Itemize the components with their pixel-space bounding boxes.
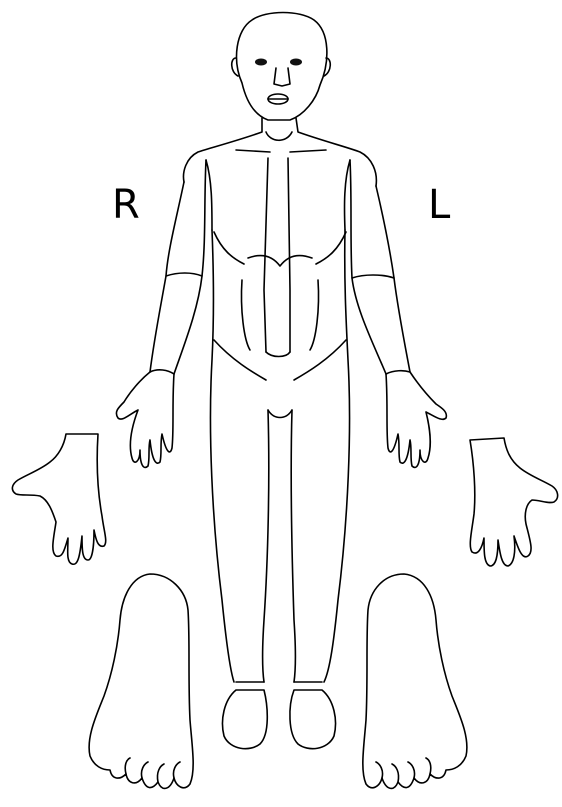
left-foot-sole <box>363 574 467 788</box>
right-side-label: R <box>112 185 140 225</box>
left-hand-detail <box>470 438 558 566</box>
torso-and-legs <box>184 118 377 749</box>
right-foot-sole <box>89 574 193 788</box>
head <box>232 13 331 121</box>
right-hand-detail <box>12 434 105 564</box>
left-side-label: L <box>428 185 450 225</box>
